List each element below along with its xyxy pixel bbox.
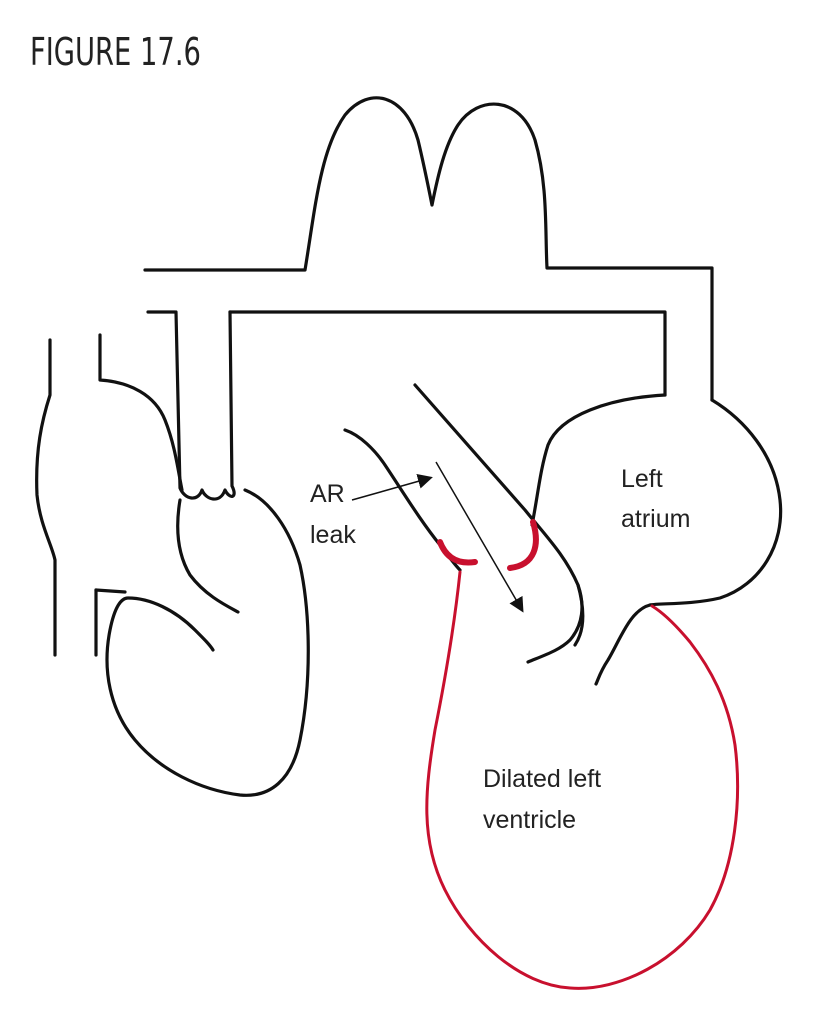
pulmonary-vein-inner — [228, 310, 667, 397]
aortic-valve-right-cusp — [507, 519, 539, 571]
aortic-root-right-wall — [413, 383, 584, 664]
aorta-tube — [174, 310, 236, 501]
label-dilated-lv-2: ventricle — [483, 806, 576, 834]
label-ar: AR — [310, 480, 345, 508]
ar-leak-flow-arrow — [435, 461, 524, 613]
septum-lower-wall — [573, 583, 585, 647]
dilated-left-ventricle — [425, 570, 740, 990]
vena-cava-outer — [35, 338, 57, 657]
right-ventricle — [105, 488, 310, 797]
vena-cava-inner — [98, 333, 184, 492]
label-leak: leak — [310, 521, 356, 549]
ivc-top — [94, 588, 127, 594]
label-left-atrium-2: atrium — [621, 505, 690, 533]
pulmonary-artery — [143, 96, 714, 402]
label-dilated-lv-1: Dilated left — [483, 765, 601, 793]
ar-leak-pointer-arrow — [351, 474, 433, 501]
label-left-atrium-1: Left — [621, 465, 663, 493]
right-atrium-inner — [176, 498, 240, 614]
left-atrium — [530, 393, 783, 607]
aortic-valve-left-cusp — [437, 539, 478, 566]
figure-title: FIGURE 17.6 — [30, 30, 201, 74]
mitral-annulus — [594, 603, 652, 686]
